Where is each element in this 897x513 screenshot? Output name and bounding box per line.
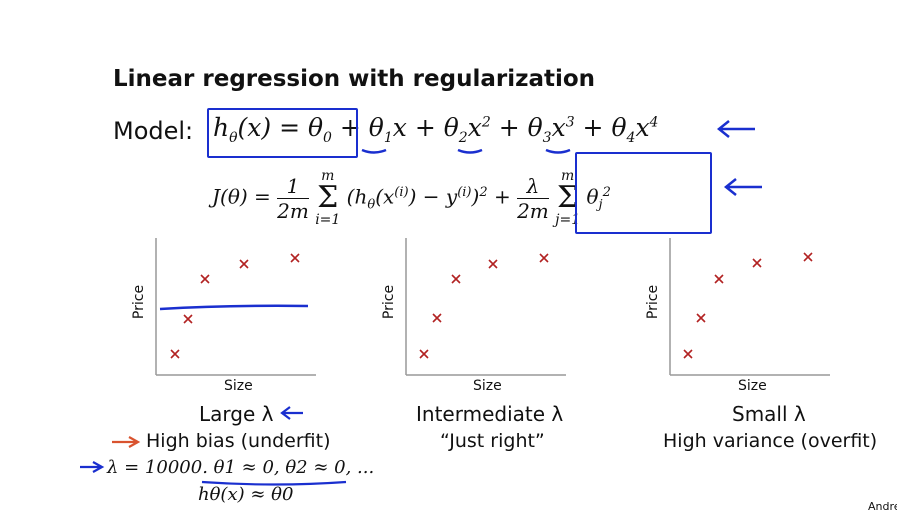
plot3-ylabel: Price [645, 284, 662, 320]
arrow-left-icon [716, 120, 755, 138]
regularization-highlight-box [575, 152, 712, 234]
plot3-xlabel: Size [738, 378, 767, 394]
theta-underline [201, 480, 347, 486]
data-points [683, 252, 813, 359]
sub-just-right: “Just right” [440, 430, 545, 452]
slide-title: Linear regression with regularization [113, 66, 596, 92]
theta-underlines [361, 148, 571, 154]
lambda-value-equation: λ = 10000. θ1 ≈ 0, θ2 ≈ 0, ... [107, 457, 375, 478]
caption-small-lambda: Small λ [732, 402, 806, 426]
plot1-xlabel: Size [224, 378, 253, 394]
arrow-right-icon [80, 461, 105, 473]
model-equation-render: hθ(x) = θ0 + θ1x + θ2x2 + θ3x3 + θ4x4 [213, 113, 659, 146]
data-points [419, 253, 549, 359]
hypothesis-approx: hθ(x) ≈ θ0 [198, 484, 294, 505]
arrow-left-icon [723, 178, 762, 196]
watermark: Andre [868, 500, 897, 513]
model-highlight-box [207, 108, 358, 158]
arrow-left-icon [280, 406, 303, 420]
plot2-ylabel: Price [381, 284, 398, 320]
cost-equation-render: J(θ) = 1 2m m Σ i=1 (hθ(x(i)) − y(i))2 +… [212, 168, 611, 228]
sub-high-bias: High bias (underfit) [146, 430, 331, 452]
plot1-ylabel: Price [131, 284, 148, 320]
plot-large-lambda [155, 238, 316, 376]
plot-intermediate-lambda [405, 238, 566, 376]
data-points [170, 253, 300, 359]
model-label: Model: [113, 117, 194, 145]
flat-fit-line [159, 304, 309, 311]
plot2-xlabel: Size [473, 378, 502, 394]
caption-intermediate-lambda: Intermediate λ [416, 402, 564, 426]
caption-large-lambda: Large λ [199, 402, 274, 426]
arrow-right-icon [112, 436, 141, 448]
plot-small-lambda [669, 238, 830, 376]
sub-high-variance: High variance (overfit) [663, 430, 878, 452]
